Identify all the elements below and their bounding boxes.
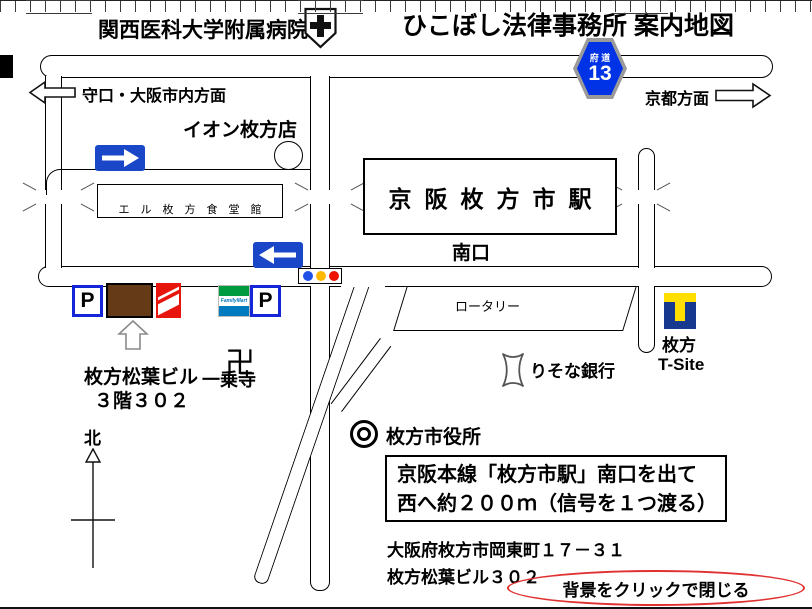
- railway-crossing-zone: [612, 0, 668, 14]
- familymart-green-bar: [219, 286, 249, 296]
- railway-flare: [22, 203, 37, 212]
- road-stub-west: [0, 55, 13, 78]
- city-hall-icon: [350, 420, 378, 448]
- railway-flare: [656, 182, 671, 191]
- hospital-label: 関西医科大学附属病院: [98, 19, 308, 42]
- up-arrow-icon: [117, 320, 149, 350]
- oneway-right-sign: [95, 145, 145, 171]
- temple-name: 一乗寺: [202, 370, 256, 390]
- station-label: 京阪枚方市駅: [388, 185, 605, 212]
- parking-letter: P: [258, 289, 273, 312]
- road-vertical-main: [310, 76, 330, 591]
- railway-flare: [22, 182, 37, 191]
- north-arrow-icon: [71, 448, 115, 568]
- temple-icon: 卍: [225, 347, 255, 380]
- office-room-number: ３階３０２: [94, 391, 190, 412]
- tsite-label-line2: T-Site: [658, 355, 705, 374]
- east-direction-label: 京都方面: [645, 91, 710, 108]
- hospital-icon: [304, 7, 337, 49]
- crossing-patch: [309, 190, 331, 204]
- familymart-sign: FamilyMart: [218, 285, 250, 317]
- station-box: 京阪枚方市駅: [363, 158, 617, 235]
- el-building-box: [97, 184, 283, 218]
- familymart-blue-bar: [219, 306, 249, 316]
- parking-sign-east: P: [250, 285, 281, 317]
- red-banner-sign: [156, 283, 181, 318]
- close-hint-ellipse[interactable]: 背景をクリックで閉じる: [507, 570, 805, 606]
- route-badge: 府 道 13: [573, 38, 627, 99]
- rotary-label: ロータリー: [455, 299, 521, 314]
- railway-flare: [80, 203, 95, 212]
- west-direction-label: 守口・大阪市内方面: [82, 88, 227, 105]
- signal-red-light: [329, 270, 339, 281]
- railway-flare: [656, 203, 671, 212]
- south-exit-label: 南口: [452, 243, 491, 264]
- route-info-line1: 京阪本線「枚方市駅」南口を出て: [397, 464, 697, 486]
- railway-ticks: [0, 0, 812, 12]
- address-line2: 枚方松葉ビル３０２: [387, 568, 540, 587]
- traffic-signal: [298, 268, 342, 284]
- west-direction-arrow-icon: [28, 80, 76, 105]
- intersection-patch: [637, 268, 656, 286]
- resona-bank-icon: [502, 353, 524, 387]
- east-direction-arrow-icon: [715, 82, 772, 109]
- page-title: ひこぼし法律事務所 案内地図: [402, 12, 734, 40]
- aeon-marker-circle: [274, 141, 303, 170]
- address-line1: 大阪府枚方市岡東町１７－３１: [387, 541, 625, 560]
- parking-letter: P: [80, 289, 95, 312]
- route-badge-number: 13: [588, 61, 612, 85]
- railway-crossing-zone: [298, 0, 363, 14]
- railway-crossing-zone: [26, 0, 92, 14]
- familymart-wordmark: FamilyMart: [220, 298, 248, 304]
- road-top-eastwest: [40, 55, 773, 78]
- office-building-name: 枚方松葉ビル: [84, 367, 199, 388]
- crossing-patch: [637, 190, 656, 204]
- close-hint-text[interactable]: 背景をクリックで閉じる: [562, 580, 750, 600]
- signal-blue-light: [303, 270, 313, 281]
- city-hall-label: 枚方市役所: [386, 427, 482, 448]
- block-edge-line: [46, 169, 311, 195]
- office-building-marker: [106, 283, 153, 318]
- el-building-label: エル枚方食堂館: [118, 204, 273, 216]
- route-info-box: 京阪本線「枚方市駅」南口を出て 西へ約２００ｍ（信号を１つ渡る）: [385, 455, 727, 522]
- road-south-of-station: [38, 266, 772, 287]
- railway-line: [0, 0, 812, 1]
- road-vertical-east: [638, 148, 655, 353]
- railway-flare: [294, 203, 309, 212]
- aeon-label: イオン枚方店: [183, 120, 298, 141]
- parking-sign-west: P: [72, 285, 103, 317]
- tsite-label-line1: 枚方: [662, 336, 696, 355]
- signal-yellow-light: [316, 270, 326, 281]
- route-info-line2: 西へ約２００ｍ（信号を１つ渡る）: [397, 493, 717, 515]
- north-label: 北: [84, 429, 101, 448]
- route-badge-category: 府 道: [589, 52, 611, 63]
- tsite-logo: [664, 293, 696, 329]
- intersection-patch: [341, 269, 385, 287]
- oneway-left-sign: [253, 242, 303, 268]
- resona-bank-label: りそな銀行: [530, 362, 615, 381]
